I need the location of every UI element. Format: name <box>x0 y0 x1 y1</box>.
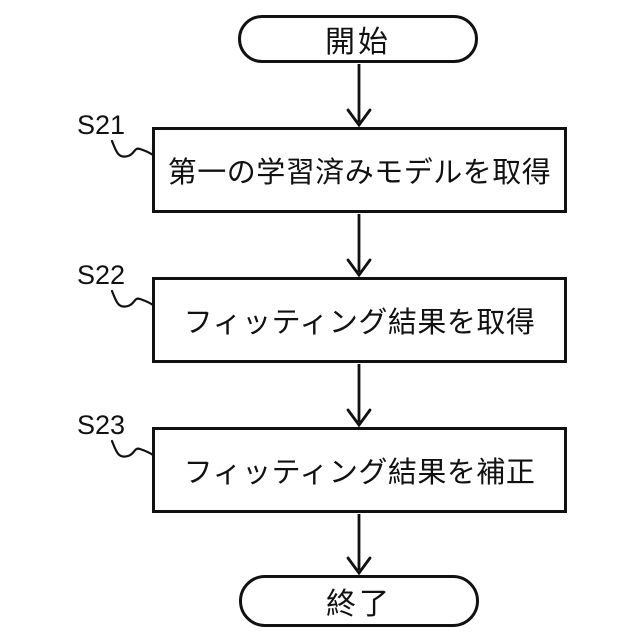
end-terminal: 終了 <box>239 575 479 627</box>
process-box-s23-label: フィッティング結果を補正 <box>183 457 536 489</box>
arrow-head-icon <box>346 408 372 428</box>
step-ref-s23: S23 <box>77 410 126 440</box>
end-terminal-label: 終了 <box>326 588 392 621</box>
arrow-head-icon <box>346 556 372 576</box>
process-box-s22-label: フィッティング結果を取得 <box>183 307 536 339</box>
process-box-s22: フィッティング結果を取得 <box>152 277 567 363</box>
process-box-s23: フィッティング結果を補正 <box>152 427 567 513</box>
squiggle-connector-s23 <box>110 439 155 458</box>
flow-arrow-s23-to-end <box>346 514 372 576</box>
flow-arrow-s22-to-s23 <box>346 364 372 428</box>
arrow-head-icon <box>346 108 372 128</box>
squiggle-connector-s22 <box>110 289 155 308</box>
arrow-head-icon <box>346 258 372 278</box>
process-box-s21: 第一の学習済みモデルを取得 <box>152 127 567 213</box>
process-box-s21-label: 第一の学習済みモデルを取得 <box>167 157 552 189</box>
step-ref-s21: S21 <box>77 110 126 140</box>
flow-arrow-start-to-s21 <box>346 64 372 128</box>
start-terminal: 開始 <box>238 15 478 63</box>
flow-arrow-s21-to-s22 <box>346 214 372 278</box>
step-ref-s22: S22 <box>77 260 126 290</box>
squiggle-connector-s21 <box>110 139 155 158</box>
start-terminal-label: 開始 <box>325 26 391 59</box>
